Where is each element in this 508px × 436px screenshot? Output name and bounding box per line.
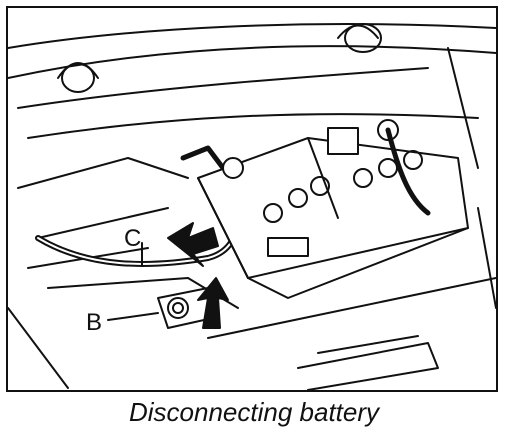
label-c: C	[124, 225, 142, 252]
battery-illustration	[8, 23, 496, 390]
arrow-icon	[197, 277, 229, 329]
arrow-icon	[167, 222, 219, 267]
illustration-frame: C B	[6, 6, 498, 392]
label-b: B	[86, 309, 103, 336]
figure-caption: Disconnecting battery	[128, 397, 380, 427]
